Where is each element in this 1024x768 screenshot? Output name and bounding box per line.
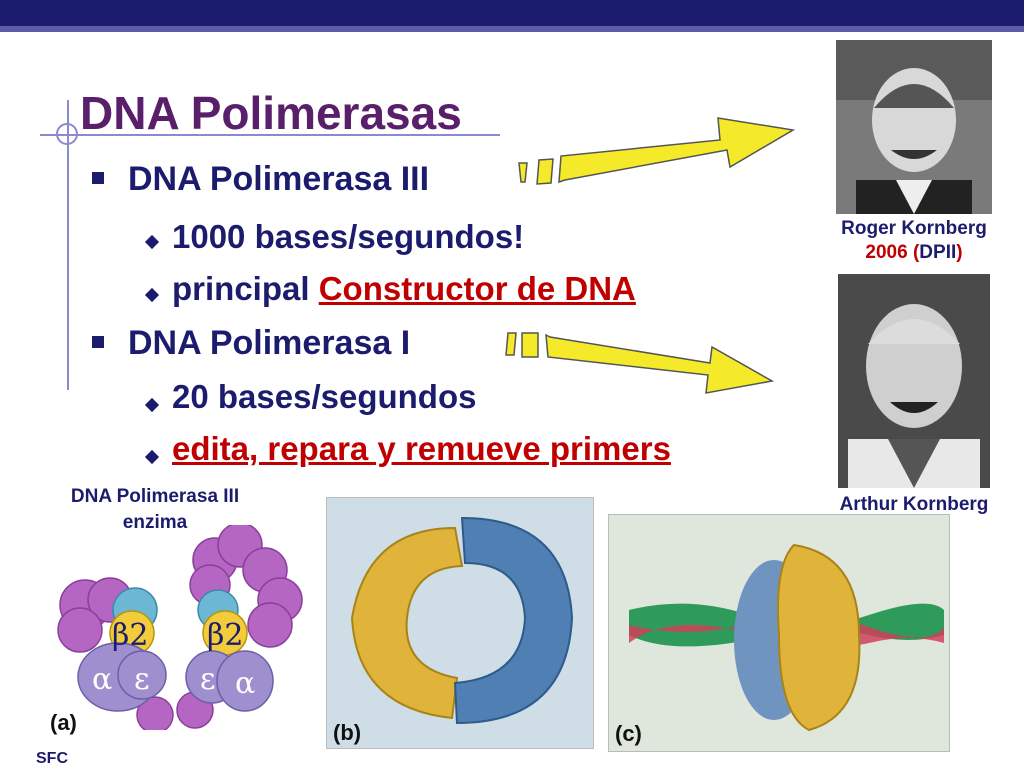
panel-c-image: (c) — [608, 514, 950, 752]
square-bullet-icon — [92, 172, 104, 184]
panel-a-label: (a) — [50, 710, 77, 735]
panel-b-label: (b) — [333, 720, 362, 745]
epsilon-label-left: ε — [134, 662, 150, 697]
source-label: SFC — [36, 750, 68, 767]
top-banner-stripe — [0, 26, 1024, 32]
roger-kornberg-photo — [836, 40, 992, 214]
alpha-label-right: α — [235, 666, 255, 701]
roger-year-line: 2006 (DPII) — [808, 242, 1020, 264]
beta2-label-left: β2 — [112, 618, 148, 653]
square-bullet-icon — [92, 336, 104, 348]
pol3-subunit-diagram: β2 β2 α ε ε α — [57, 525, 303, 730]
figure-caption-line2: enzima — [122, 512, 188, 533]
decorative-horizontal-line — [40, 134, 500, 136]
diamond-bullet-icon — [144, 234, 160, 250]
roger-note: DPII — [919, 242, 957, 263]
roger-paren-close: ) — [956, 242, 963, 263]
panel-b-image: (b) — [326, 497, 594, 749]
crosshair-icon — [56, 123, 78, 145]
diamond-bullet-icon — [144, 449, 160, 465]
roger-name: Roger Kornberg — [841, 218, 987, 239]
slide-title: DNA Polimerasas — [80, 87, 462, 139]
roger-paren-open: ( — [912, 242, 920, 263]
panel-c-label: (c) — [615, 721, 642, 746]
arrow-to-arthur-icon — [505, 332, 775, 394]
roger-year: 2006 — [865, 242, 908, 263]
bullet-pol3: DNA Polimerasa III — [128, 160, 430, 198]
sub-bullet-role-text: principal — [172, 270, 319, 307]
alpha-label-left: α — [92, 662, 112, 697]
sub-bullet-edit-link[interactable]: edita, repara y remueve primers — [172, 430, 671, 468]
epsilon-label-right: ε — [200, 662, 216, 697]
decorative-vertical-line — [67, 100, 69, 390]
arrow-to-roger-icon — [518, 117, 796, 185]
diamond-bullet-icon — [144, 397, 160, 413]
bullet-pol1: DNA Polimerasa I — [128, 324, 411, 362]
figure-caption-line1: DNA Polimerasa III — [70, 486, 240, 507]
sub-bullet-speed-pol1: 20 bases/segundos — [172, 378, 477, 415]
beta2-label-right: β2 — [207, 618, 243, 653]
sub-bullet-speed-pol3: 1000 bases/segundos! — [172, 218, 525, 255]
sub-bullet-role-pol3: principal Constructor de DNA — [172, 270, 636, 308]
top-banner — [0, 0, 1024, 26]
constructor-link[interactable]: Constructor de DNA — [318, 270, 636, 307]
edit-link-text[interactable]: edita, repara y remueve primers — [172, 430, 671, 467]
arthur-kornberg-photo — [838, 274, 990, 488]
arthur-name: Arthur Kornberg — [839, 494, 989, 515]
diamond-bullet-icon — [144, 287, 160, 303]
